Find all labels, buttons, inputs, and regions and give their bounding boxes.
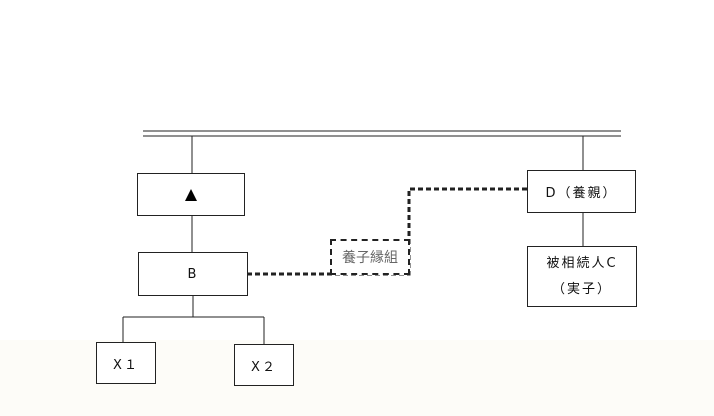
node-x2-label: X２ bbox=[251, 359, 277, 375]
node-x1-label: X１ bbox=[113, 357, 139, 373]
node-d-label: D（養親） bbox=[545, 186, 618, 201]
node-b-label: B bbox=[187, 266, 199, 282]
adoption-label: 養子縁組 bbox=[342, 250, 398, 266]
node-x2: X２ bbox=[234, 344, 294, 386]
node-c-label-line2: （実子） bbox=[551, 281, 612, 297]
node-d: D（養親） bbox=[527, 170, 636, 213]
adoption-dashed-link bbox=[247, 187, 527, 276]
node-c-label-line1: 被相続人C bbox=[546, 255, 618, 271]
adoption-label-box: 養子縁組 bbox=[330, 239, 410, 275]
node-c: 被相続人C （実子） bbox=[527, 246, 637, 307]
black-triangle-icon bbox=[185, 188, 197, 201]
sibling-box bbox=[137, 173, 245, 216]
node-x1: X１ bbox=[96, 342, 156, 384]
node-b: B bbox=[138, 252, 248, 296]
